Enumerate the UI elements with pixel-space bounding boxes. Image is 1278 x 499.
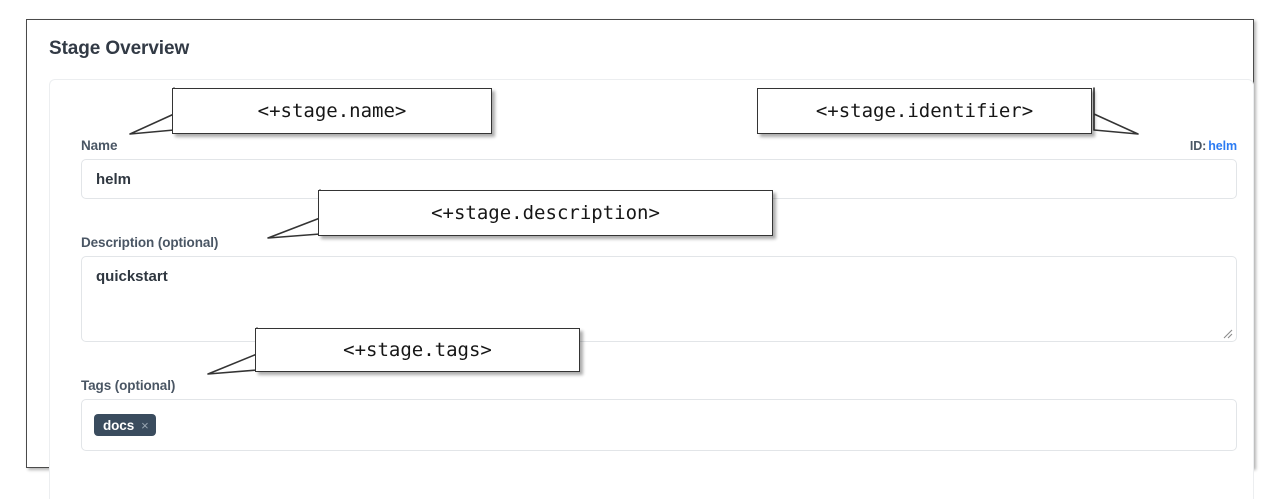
name-label-row: Name ID:helm (81, 138, 1237, 159)
tags-label-row: Tags (optional) (81, 378, 1237, 399)
callout-stage-name-text: <+stage.name> (257, 100, 407, 122)
identifier-hint-prefix: ID: (1189, 139, 1207, 153)
callout-stage-identifier-text: <+stage.identifier> (815, 100, 1034, 122)
page-title: Stage Overview (49, 38, 190, 59)
tags-input[interactable]: docs × (81, 399, 1237, 451)
callout-stage-tags-text: <+stage.tags> (343, 339, 492, 361)
tag-remove-icon[interactable]: × (141, 417, 149, 433)
description-field-group: Description (optional) quickstart (81, 235, 1237, 342)
callout-stage-description-text: <+stage.description> (431, 202, 660, 224)
screenshot-frame: Stage Overview Name ID:helm Description … (26, 19, 1254, 499)
stage-overview-card: Name ID:helm Description (optional) quic… (49, 79, 1254, 499)
description-label-row: Description (optional) (81, 235, 1237, 256)
identifier-hint-value[interactable]: helm (1208, 139, 1237, 153)
description-textarea[interactable]: quickstart (81, 256, 1237, 342)
name-field-label: Name (81, 138, 118, 153)
callout-stage-tags: <+stage.tags> (255, 328, 580, 372)
callout-stage-identifier: <+stage.identifier> (757, 88, 1092, 134)
tag-chip[interactable]: docs × (94, 414, 156, 436)
identifier-hint: ID:helm (1190, 139, 1237, 153)
description-textarea-value: quickstart (96, 268, 168, 285)
callout-stage-description: <+stage.description> (318, 190, 773, 236)
tag-chip-label: docs (103, 417, 135, 433)
resize-grip-icon[interactable] (1221, 326, 1233, 339)
tags-field-group: Tags (optional) docs × (81, 378, 1237, 451)
tags-field-label: Tags (optional) (81, 378, 176, 393)
description-field-label: Description (optional) (81, 235, 219, 250)
callout-stage-name: <+stage.name> (172, 88, 492, 134)
